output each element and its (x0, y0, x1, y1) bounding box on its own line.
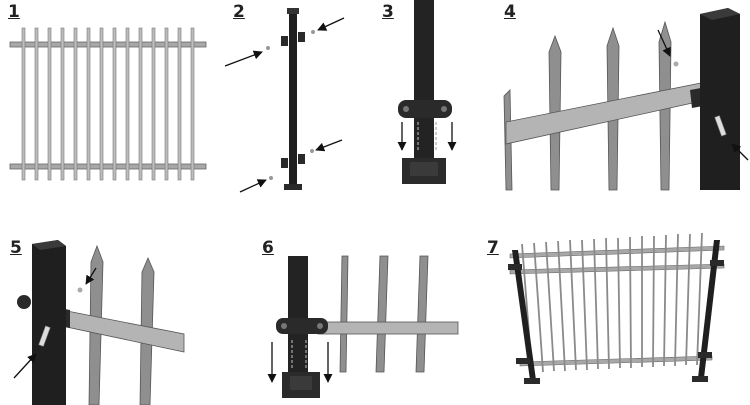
step-2-label: 2 (233, 2, 245, 22)
bolt-icon (266, 46, 270, 50)
post (512, 250, 536, 380)
step-3-post-closeup (397, 0, 457, 184)
bolt-icon (311, 30, 315, 34)
post (698, 240, 720, 378)
bolt-icon (281, 323, 287, 329)
post (700, 8, 740, 190)
post-cap (32, 240, 66, 250)
bolt-icon (441, 106, 447, 112)
bottom-rail (519, 355, 713, 367)
arrow-icon (657, 29, 671, 57)
bolt-icon (317, 323, 323, 329)
post-base (284, 184, 302, 190)
pickets (521, 232, 703, 373)
bracket (298, 32, 305, 42)
base-plate (524, 378, 540, 384)
bracket (710, 260, 724, 266)
bracket-tab (17, 295, 31, 309)
arrow-icon (731, 143, 749, 161)
post-cap (700, 8, 740, 20)
top-rail (509, 245, 725, 259)
step-5-bolt-insert (13, 240, 185, 405)
step-6-label: 6 (262, 238, 274, 258)
bolt-icon (269, 176, 273, 180)
bottom-rail (9, 163, 207, 170)
arrow-icon (224, 50, 263, 67)
rail (317, 321, 459, 335)
rail (505, 81, 707, 145)
pickets (21, 27, 195, 181)
arrow-icon (315, 139, 343, 152)
bracket (398, 100, 452, 118)
step-5-label: 5 (10, 238, 22, 258)
post (288, 256, 308, 372)
bolt-icon (38, 325, 51, 347)
bolt-icon (714, 115, 727, 137)
bracket (516, 358, 530, 364)
top-rail (9, 41, 207, 48)
bracket (508, 264, 522, 270)
rail (61, 309, 185, 353)
bracket (276, 318, 328, 334)
step-7-label: 7 (487, 238, 499, 258)
bracket (281, 36, 288, 46)
base-plate (692, 376, 708, 382)
arrow-icon (317, 17, 345, 31)
step-4-label: 4 (504, 2, 516, 22)
step-1-fence-panel (9, 27, 207, 181)
arrow-icon (239, 179, 267, 193)
post (32, 240, 66, 405)
bolt-icon (310, 149, 314, 153)
pickets (339, 255, 429, 373)
bolt-icon (403, 106, 409, 112)
bolt-icon (673, 61, 679, 67)
bracket (698, 352, 712, 358)
bracket (298, 154, 305, 164)
step-6-post-base (267, 255, 459, 398)
step-2-post (224, 8, 345, 193)
step-1-label: 1 (8, 2, 20, 22)
middle-rail (509, 263, 725, 275)
arrow-icon (13, 353, 37, 379)
post-cap (287, 8, 299, 14)
arrow-icon (85, 267, 97, 285)
base-plate-top (410, 162, 438, 176)
step-3-label: 3 (382, 2, 394, 22)
post (414, 0, 434, 162)
post (289, 12, 297, 188)
step-7-assembled-fence (508, 232, 725, 384)
bracket (281, 158, 288, 168)
bolt-icon (77, 287, 83, 293)
step-4-rail-attach (503, 8, 749, 191)
base-plate-top (290, 376, 312, 390)
